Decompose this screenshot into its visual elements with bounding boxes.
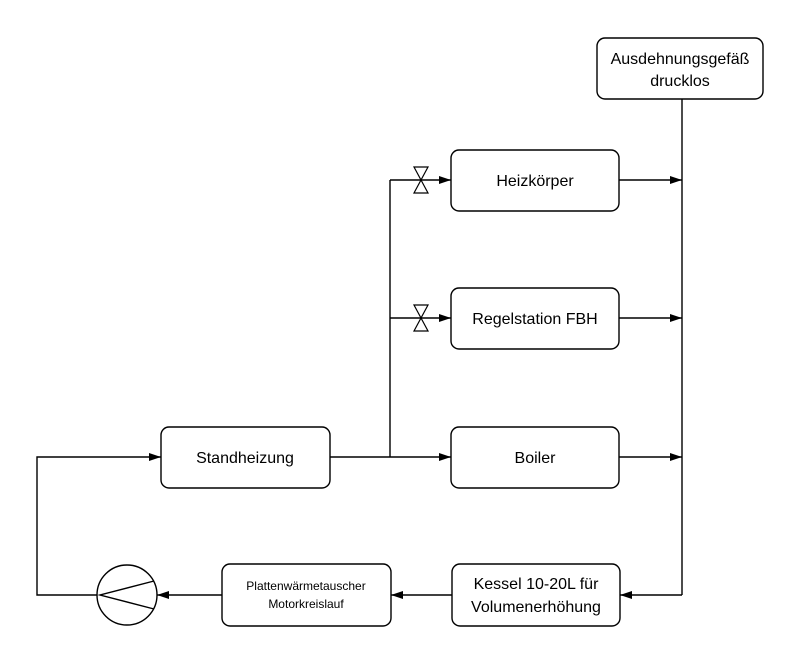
connection-lines: [36, 99, 683, 599]
vessel-label-line1: Kessel 10-20L für: [474, 576, 599, 593]
floor-heating-station-node[interactable]: Regelstation FBH: [450, 287, 620, 350]
valve-icon[interactable]: [412, 166, 430, 194]
parking-heater-node[interactable]: Standheizung: [160, 426, 331, 489]
radiator-node[interactable]: Heizkörper: [450, 149, 620, 212]
floor-heating-station-label: Regelstation FBH: [472, 311, 597, 328]
expansion-tank-node[interactable]: Ausdehnungsgefäß drucklos: [596, 37, 764, 100]
plate-heat-exchanger-node[interactable]: Plattenwärmetauscher Motorkreislauf: [221, 563, 392, 627]
boiler-node[interactable]: Boiler: [450, 426, 620, 489]
vessel-node[interactable]: Kessel 10-20L für Volumenerhöhung: [451, 563, 621, 627]
radiator-label: Heizkörper: [496, 173, 574, 190]
plate-heat-exchanger-label-line1: Plattenwärmetauscher: [246, 579, 365, 593]
boiler-label: Boiler: [515, 450, 557, 467]
plate-heat-exchanger-label-line2: Motorkreislauf: [268, 597, 344, 611]
valve-icon[interactable]: [412, 304, 430, 332]
parking-heater-label: Standheizung: [196, 450, 294, 467]
pump-icon[interactable]: [96, 564, 158, 626]
line-pump-to-standheizung: [36, 453, 161, 596]
expansion-tank-label-line1: Ausdehnungsgefäß: [611, 51, 750, 68]
expansion-tank-label-line2: drucklos: [650, 73, 710, 90]
vessel-label-line2: Volumenerhöhung: [471, 599, 601, 616]
